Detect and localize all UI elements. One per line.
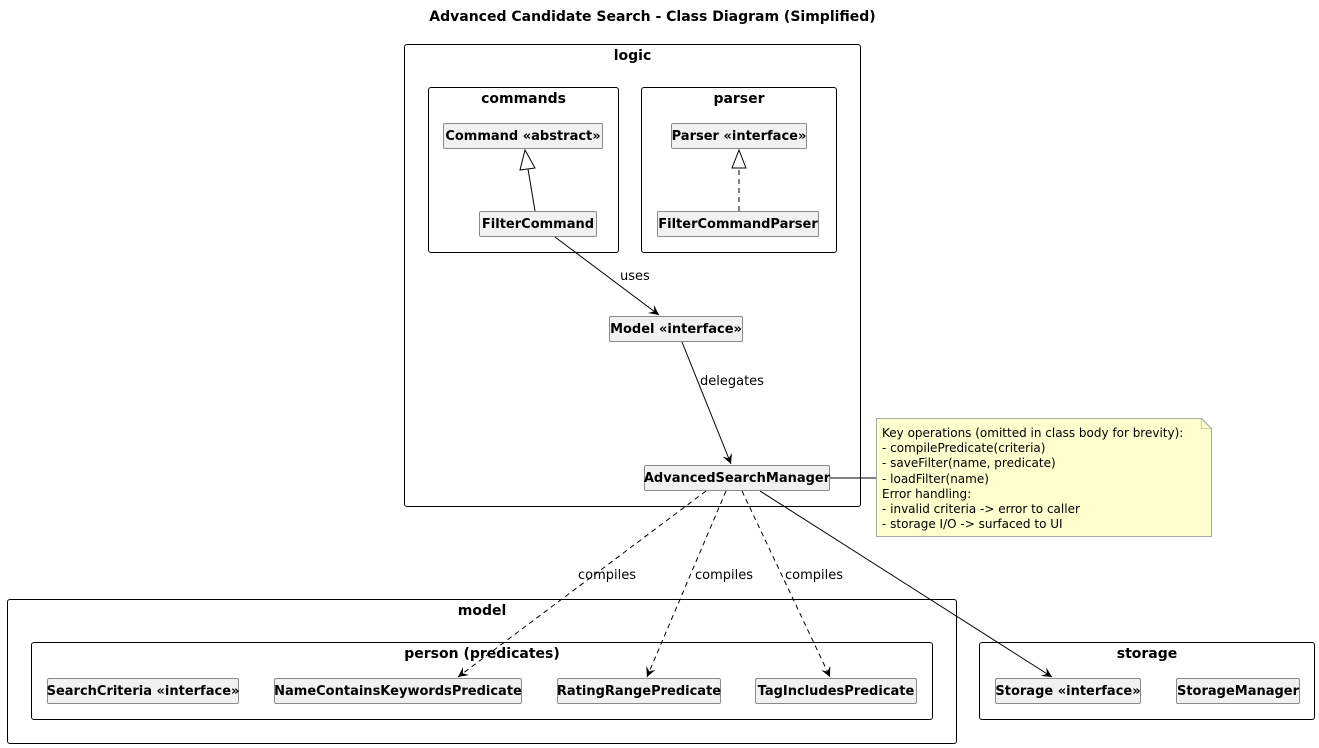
edge-label-uses: uses bbox=[620, 269, 650, 284]
class-filter-command: FilterCommand bbox=[479, 211, 597, 237]
note-line: Key operations (omitted in class body fo… bbox=[882, 426, 1184, 440]
package-logic-label: logic bbox=[613, 48, 652, 64]
edge-compiles-name bbox=[457, 490, 707, 678]
class-model: Model «interface» bbox=[609, 316, 743, 342]
edge-uses bbox=[554, 236, 660, 316]
edge-label-delegates: delegates bbox=[700, 374, 764, 389]
package-person-label: person (predicates) bbox=[404, 646, 560, 662]
class-tag-includes-predicate: TagIncludesPredicate bbox=[755, 678, 917, 704]
note-line: - compilePredicate(criteria) bbox=[882, 441, 1046, 456]
note-line: - saveFilter(name, predicate) bbox=[882, 456, 1056, 471]
edge-filtercommand-extends-command bbox=[527, 168, 536, 212]
class-storage-manager: StorageManager bbox=[1176, 678, 1300, 704]
class-search-criteria: SearchCriteria «interface» bbox=[47, 678, 239, 704]
class-rating-range-predicate: RatingRangePredicate bbox=[557, 678, 721, 704]
generalization-triangle bbox=[519, 148, 536, 171]
class-storage: Storage «interface» bbox=[995, 678, 1141, 704]
edge-compiles-rating bbox=[646, 490, 727, 678]
note-fold-corner bbox=[1201, 418, 1212, 429]
realization-triangle bbox=[731, 148, 747, 169]
note-line: Error handling: bbox=[882, 486, 972, 501]
class-name-contains-keywords-predicate: NameContainsKeywordsPredicate bbox=[274, 678, 522, 704]
diagram-title: Advanced Candidate Search - Class Diagra… bbox=[429, 9, 876, 25]
package-model-label: model bbox=[457, 603, 507, 619]
note-line: - storage I/O -> surfaced to UI bbox=[882, 517, 1063, 532]
class-filter-command-parser: FilterCommandParser bbox=[657, 211, 819, 237]
class-parser: Parser «interface» bbox=[671, 123, 807, 149]
class-command: Command «abstract» bbox=[443, 123, 603, 149]
edge-compiles-tag bbox=[741, 490, 831, 678]
note-line: - loadFilter(name) bbox=[882, 471, 989, 486]
class-advanced-search-manager: AdvancedSearchManager bbox=[644, 465, 830, 491]
edge-delegates bbox=[681, 341, 732, 465]
note-line: - invalid criteria -> error to caller bbox=[882, 502, 1080, 517]
package-parser-label: parser bbox=[713, 91, 765, 107]
package-storage-label: storage bbox=[1116, 646, 1178, 662]
edge-label-compiles-name: compiles bbox=[578, 568, 637, 583]
edge-label-compiles-tag: compiles bbox=[785, 568, 844, 583]
edge-label-compiles-rating: compiles bbox=[695, 568, 754, 583]
package-commands-label: commands bbox=[481, 91, 566, 107]
edge-storage bbox=[759, 490, 1053, 678]
note-key-operations: Key operations (omitted in class body fo… bbox=[876, 418, 1212, 537]
